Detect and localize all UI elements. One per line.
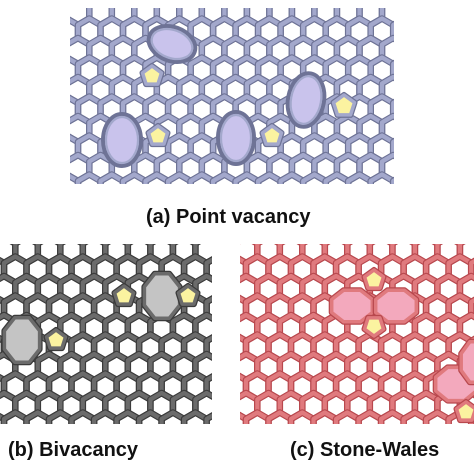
pentagon-ring-edge bbox=[176, 284, 200, 306]
carbon-ring bbox=[137, 410, 164, 424]
pentagon-ring-edge bbox=[112, 284, 136, 306]
carbon-ring bbox=[301, 172, 328, 184]
carbon-ring bbox=[98, 172, 126, 184]
carbon-ring bbox=[120, 172, 148, 184]
carbon-ring bbox=[182, 410, 209, 424]
carbon-ring bbox=[143, 172, 171, 184]
carbon-ring bbox=[368, 172, 394, 184]
point-vacancy-lattice bbox=[70, 8, 394, 184]
stone-wales-lattice-svg bbox=[240, 244, 474, 424]
point-vacancy-caption: (a) Point vacancy bbox=[146, 206, 311, 228]
pentagon-ring-edge bbox=[362, 268, 386, 290]
stone-wales-caption: (c) Stone-Wales bbox=[290, 439, 440, 461]
pentagon-ring-edge bbox=[362, 316, 386, 338]
carbon-ring bbox=[24, 410, 52, 424]
pentagon-ring-edge bbox=[331, 93, 357, 117]
carbon-ring bbox=[91, 410, 119, 424]
carbon-ring bbox=[278, 172, 306, 184]
bivacancy-lattice bbox=[0, 244, 212, 424]
carbon-ring bbox=[256, 172, 283, 184]
pentagon-ring-edge bbox=[44, 328, 68, 350]
carbon-ring bbox=[401, 410, 429, 424]
carbon-ring bbox=[69, 410, 97, 424]
carbon-ring bbox=[266, 410, 294, 424]
carbon-ring bbox=[188, 172, 216, 184]
carbon-ring bbox=[424, 410, 451, 424]
vacancy-ring-edge bbox=[289, 75, 323, 125]
vacancy-ring-edge bbox=[219, 113, 253, 163]
carbon-ring bbox=[333, 410, 361, 424]
carbon-ring bbox=[1, 410, 29, 424]
pentagon-ring-edge bbox=[146, 124, 170, 146]
octagon-ring-edge bbox=[142, 272, 182, 320]
carbon-ring bbox=[243, 410, 271, 424]
heptagon-ring-edge bbox=[373, 288, 419, 324]
pentagon-ring-edge bbox=[140, 64, 164, 86]
carbon-ring bbox=[75, 172, 103, 184]
carbon-ring bbox=[323, 172, 351, 184]
carbon-ring bbox=[46, 410, 74, 424]
heptagon-ring-edge bbox=[329, 288, 375, 324]
pentagon-ring-edge bbox=[260, 124, 284, 146]
carbon-ring bbox=[211, 172, 238, 184]
carbon-ring bbox=[391, 178, 394, 184]
carbon-ring bbox=[165, 172, 193, 184]
carbon-ring bbox=[356, 410, 384, 424]
vacancy-ring-edge bbox=[150, 27, 194, 61]
carbon-ring bbox=[233, 172, 261, 184]
stone-wales-lattice bbox=[240, 244, 474, 424]
carbon-ring bbox=[379, 410, 406, 424]
carbon-ring bbox=[114, 410, 142, 424]
bivacancy-lattice-svg bbox=[0, 244, 212, 424]
carbon-ring bbox=[311, 410, 339, 424]
vacancy-ring-edge bbox=[104, 115, 140, 165]
octagon-ring-edge bbox=[2, 316, 42, 364]
heptagon-ring-edge bbox=[459, 339, 474, 385]
carbon-ring bbox=[346, 172, 373, 184]
point-vacancy-lattice-svg bbox=[70, 8, 394, 184]
carbon-ring bbox=[288, 410, 316, 424]
carbon-ring bbox=[159, 410, 187, 424]
bivacancy-caption: (b) Bivacancy bbox=[8, 439, 139, 461]
